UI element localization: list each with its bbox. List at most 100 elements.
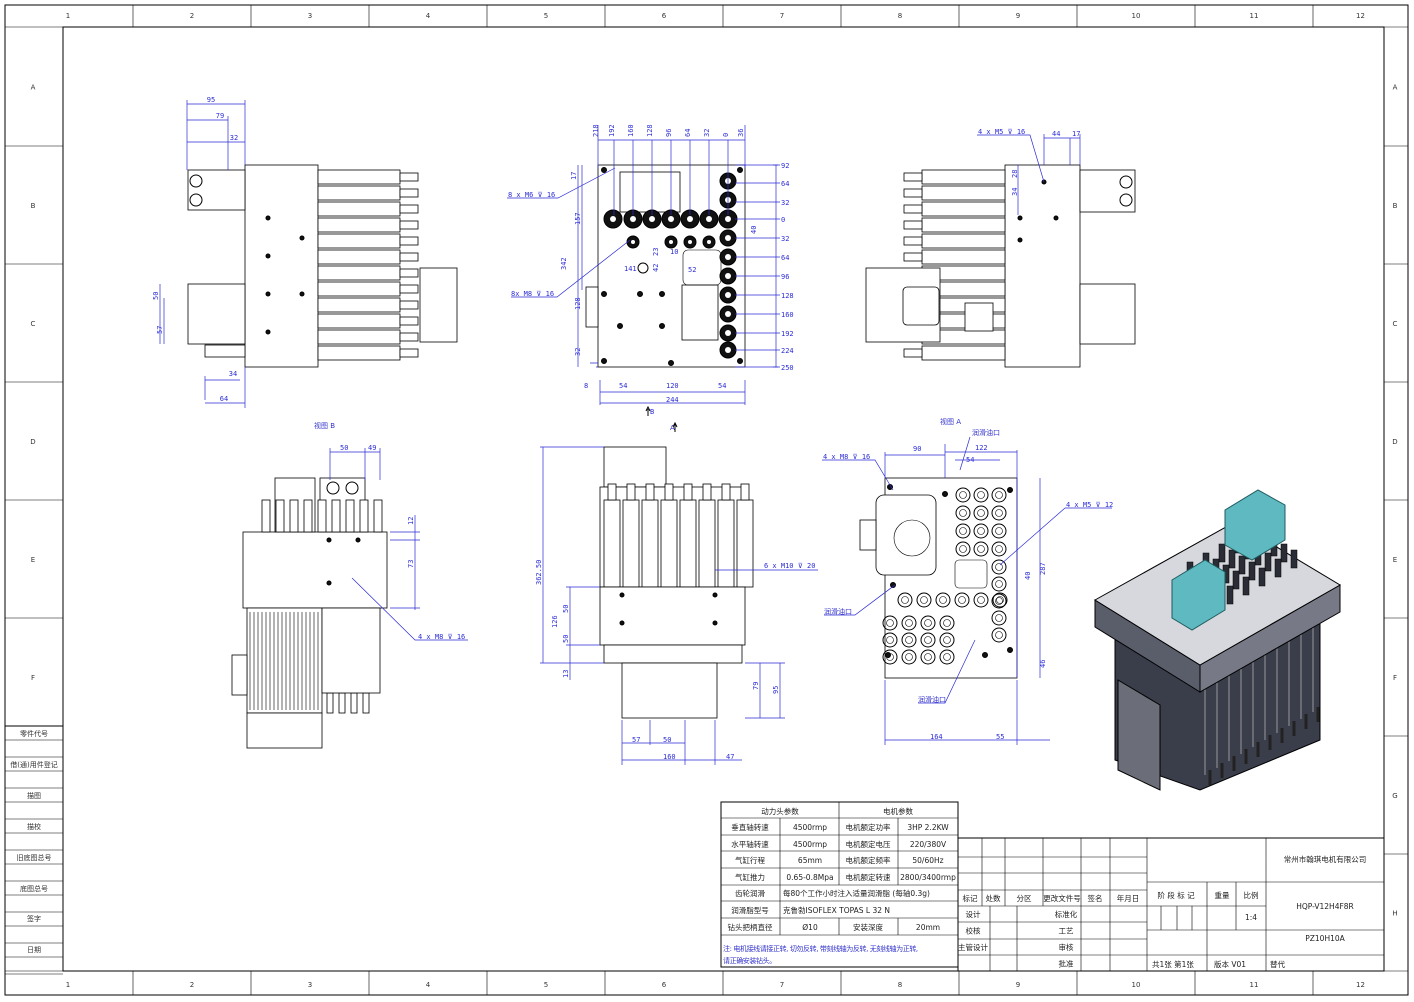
dim-label: 17 [570,172,578,180]
dim-label: 95 [207,96,215,104]
depth-label: 安装深度 [853,922,883,932]
dim-label: 49 [368,444,376,452]
dim-label: 10 [670,248,678,256]
dim-label: 160 [627,124,635,137]
lube-port-label: 润滑油口 [824,607,852,616]
dim-label: 64 [781,180,789,188]
scale-label: 比例 [1244,890,1259,900]
column-label: 7 [780,981,784,989]
column-label: 6 [662,12,667,20]
dim-label: 0 [781,216,785,224]
thread-note: 4 x M8 ⊽ 16 [418,633,465,641]
dim-label: 64 [781,254,789,262]
dim-label: 96 [665,129,673,137]
column-label: 11 [1250,981,1259,989]
sidebar-label: 借(通)用件登记 [10,760,57,769]
role-label: 批准 [1059,959,1075,969]
column-label: 5 [544,981,548,989]
drawing-number: PZ10H10A [1305,934,1345,943]
shank-label: 钻头把柄直径 [728,922,773,932]
dim-label: 244 [666,396,679,404]
param-cell: 气缸行程 [735,855,765,865]
dim-label: 28 [1011,170,1019,178]
dim-label: 32 [781,235,789,243]
revision-header: 签名 [1088,893,1103,903]
column-label: 1 [66,12,70,20]
sidebar-label: 零件代号 [20,729,48,738]
dim-label: 64 [220,395,228,403]
dim-label: 126 [551,615,559,628]
column-label: 10 [1132,12,1141,20]
dim-label: 12 [407,517,415,525]
dim-label: 42 [652,264,660,272]
role-label: 主管设计 [958,942,988,952]
dim-label: 128 [781,292,794,300]
dim-label: 73 [407,560,415,568]
replaces-label: 替代 [1270,959,1286,969]
column-label: 4 [426,981,431,989]
dim-label: 79 [216,112,224,120]
dim-label: 36 [737,129,745,137]
dim-label: 224 [781,347,794,355]
depth-value: 20mm [916,923,940,932]
param-cell: 垂直轴转速 [731,822,769,832]
dim-label: 141 [624,265,637,273]
wiring-note: 注: 电机接线请接正转, 切勿反转, 带刻线轴为反转, 无刻线轴为正转, [723,944,918,953]
dim-label: 218 [592,124,600,137]
dim-label: 362.50 [535,560,543,585]
param-cell: 65mm [798,856,822,865]
thread-note: 6 x M10 ⊽ 20 [764,562,815,570]
dim-label: 120 [666,382,679,390]
revision-header: 更改文件号 [1043,893,1081,903]
dim-label: 122 [975,444,988,452]
dim-label: 50 [562,605,570,613]
dim-label: 95 [772,686,780,694]
dim-label: 79 [752,682,760,690]
column-label: 1 [66,981,70,989]
dim-label: 287 [1039,562,1047,575]
dim-label: 160 [663,753,676,761]
row-label: D [1392,438,1397,446]
sidebar-label: 描图 [27,791,41,800]
column-label: 8 [898,12,902,20]
dim-label: 23 [652,248,660,256]
column-label: 3 [308,12,312,20]
dim-label: 342 [560,257,568,270]
dim-label: 50 [340,444,348,452]
version: 版本 V01 [1214,959,1246,969]
row-label: E [1393,556,1397,564]
role-label: 审核 [1059,942,1075,952]
role-label: 工艺 [1059,927,1074,936]
dim-label: 57 [632,736,640,744]
weight-label: 重量 [1215,891,1231,900]
column-label: 11 [1250,12,1259,20]
dim-label: 96 [781,273,789,281]
table-header-power-head: 动力头参数 [761,806,799,816]
dim-label: 34 [229,370,237,378]
lube-label: 齿轮润滑 [735,888,765,898]
top-view: 218 192 160 128 96 64 32 0 36 9264320326… [507,124,794,416]
column-label: 9 [1016,981,1020,989]
dim-label: 17 [1072,130,1080,138]
lube-port-label: 润滑油口 [918,695,946,704]
dim-label: 160 [781,311,794,319]
dim-label: 32 [230,134,238,142]
column-label: 12 [1356,981,1365,989]
revision-header: 标记 [963,893,978,903]
dim-label: 34 [1011,188,1019,196]
view-a-label: 视图 A [940,417,961,426]
sidebar-label: 日期 [27,946,41,954]
dim-label: 40 [1024,572,1032,580]
column-label: 2 [190,12,194,20]
dim-label: 13 [562,670,570,678]
role-label: 设计 [966,909,981,919]
param-cell: 0.65-0.8Mpa [786,873,833,882]
sidebar-label: 签字 [27,914,41,923]
param-cell: 4500rmp [793,840,827,849]
row-label: F [1393,674,1397,682]
revision-header: 分区 [1017,894,1033,903]
rear-view: 4 x M5 ⊽ 16 44 17 28 34 [865,128,1136,368]
view-b-label: 视图 B [314,421,335,430]
dim-label: 8 [584,382,588,390]
